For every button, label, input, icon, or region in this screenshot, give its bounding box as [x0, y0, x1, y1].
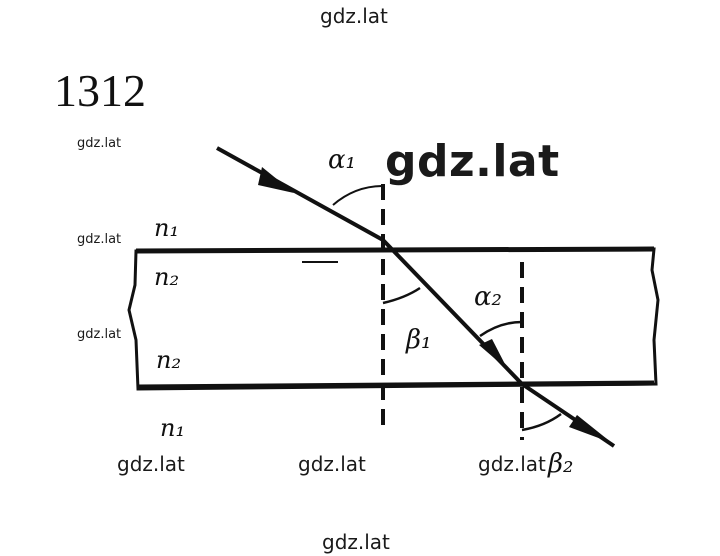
watermark-left-3: gdz.lat — [77, 327, 122, 342]
incident-ray — [216, 146, 384, 242]
label-beta2: β₂ — [547, 449, 573, 479]
label-n2-bottom: n₂ — [156, 346, 181, 374]
label-n1-top: n₁ — [154, 214, 179, 242]
watermark-left-2: gdz.lat — [77, 232, 122, 247]
label-n1-bottom: n₁ — [160, 414, 185, 442]
angle-arc-alpha2 — [479, 320, 523, 338]
label-beta1: β₁ — [405, 325, 431, 355]
angle-arc-beta1 — [382, 286, 421, 305]
label-n2-top: n₂ — [154, 263, 179, 291]
angle-arc-alpha1 — [332, 185, 384, 206]
watermark-top: gdz.lat — [320, 4, 388, 28]
plate-bottom-surface — [137, 380, 655, 390]
watermark-row-2: gdz.lat — [298, 452, 366, 476]
watermark-big: gdz.lat — [385, 136, 560, 187]
label-alpha1: α₁ — [328, 145, 356, 175]
emergent-arrow-icon — [569, 415, 612, 443]
watermark-left-1: gdz.lat — [77, 136, 122, 151]
incident-arrow-icon — [258, 167, 294, 193]
angle-arc-beta2 — [521, 412, 562, 432]
label-alpha2: α₂ — [474, 282, 502, 312]
plate-outline — [127, 247, 660, 391]
watermark-row-1: gdz.lat — [117, 452, 185, 476]
problem-number: 1312 — [54, 65, 146, 116]
refracted-arrow-icon — [479, 339, 508, 370]
watermark-row-3: gdz.lat — [478, 452, 546, 476]
watermark-bottom: gdz.lat — [322, 530, 390, 554]
